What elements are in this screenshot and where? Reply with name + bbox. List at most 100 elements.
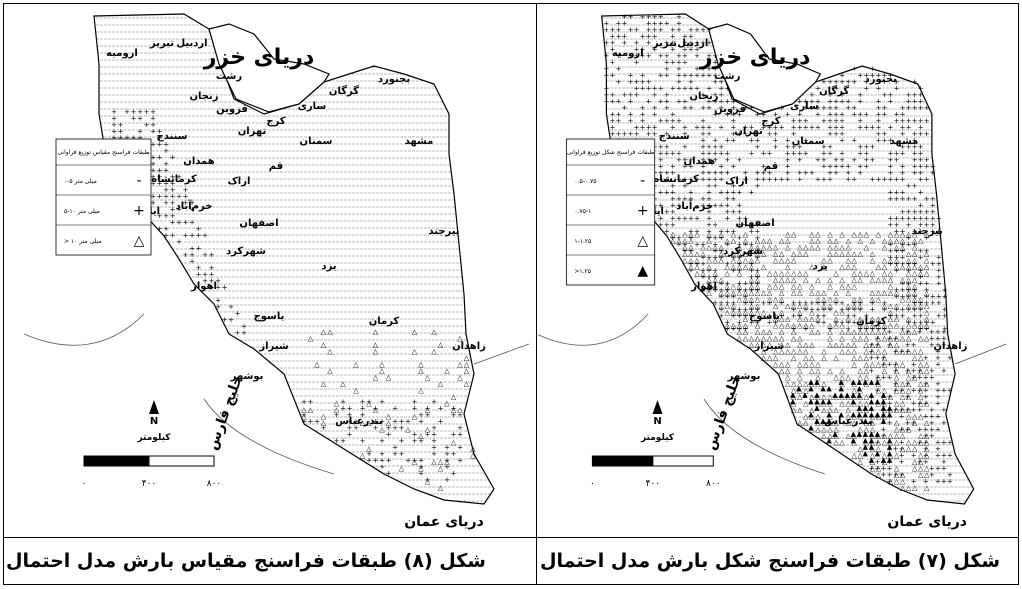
- marker-plus: +: [176, 206, 182, 214]
- marker-triangle: △: [785, 263, 791, 271]
- marker-triangle: △: [851, 276, 857, 284]
- marker-plus: +: [170, 180, 176, 188]
- marker-triangle: △: [924, 231, 930, 239]
- marker-triangle: △: [882, 393, 888, 401]
- marker-plus: +: [929, 465, 935, 473]
- marker-triangle: △: [918, 439, 924, 447]
- marker-plus: +: [935, 341, 941, 349]
- marker-plus: +: [712, 202, 718, 210]
- marker-plus: +: [923, 452, 929, 460]
- city-label: ساری: [298, 101, 327, 112]
- marker-filled-triangle: ▲: [851, 378, 857, 386]
- marker-plus: +: [131, 115, 137, 123]
- marker-plus: +: [658, 98, 664, 106]
- marker-plus: +: [887, 413, 893, 421]
- marker-plus: +: [755, 254, 761, 262]
- marker-plus: +: [839, 111, 845, 119]
- marker-plus: +: [706, 85, 712, 93]
- marker-triangle: △: [785, 270, 791, 278]
- marker-triangle: △: [809, 237, 815, 245]
- marker-plus: +: [189, 245, 195, 253]
- marker-plus: +: [157, 212, 163, 220]
- marker-plus: +: [730, 189, 736, 197]
- legend-label: ۵-۱۰ میلی متر: [64, 208, 100, 215]
- marker-plus: +: [670, 85, 676, 93]
- marker-triangle: △: [470, 445, 476, 453]
- marker-plus: +: [894, 312, 900, 320]
- marker-plus: +: [652, 130, 658, 138]
- marker-triangle: △: [321, 413, 327, 421]
- marker-triangle: △: [839, 393, 845, 401]
- marker-plus: +: [718, 150, 724, 158]
- marker-plus: +: [911, 387, 917, 395]
- marker-plus: +: [815, 299, 821, 307]
- marker-triangle: △: [876, 413, 882, 421]
- marker-triangle: △: [803, 419, 809, 427]
- marker-plus: +: [444, 457, 450, 465]
- marker-triangle: △: [858, 400, 864, 408]
- marker-triangle: △: [882, 354, 888, 362]
- marker-triangle: △: [845, 406, 851, 414]
- marker-triangle: △: [851, 250, 857, 258]
- marker-triangle: △: [833, 250, 839, 258]
- marker-plus: +: [906, 306, 912, 314]
- marker-plus: +: [183, 199, 189, 207]
- marker-plus: +: [694, 72, 700, 80]
- marker-triangle: △: [894, 452, 900, 460]
- marker-plus: +: [911, 361, 917, 369]
- marker-plus: +: [912, 78, 918, 86]
- marker-triangle: △: [797, 361, 803, 369]
- marker-plus: +: [881, 306, 887, 314]
- marker-plus: +: [785, 111, 791, 119]
- marker-plus: +: [869, 156, 875, 164]
- legend-title: طبقات فراسنج مقیاس توزیع فراوانی: [57, 149, 149, 156]
- marker-plus: +: [634, 59, 640, 67]
- marker-filled-triangle: ▲: [857, 404, 863, 412]
- marker-plus: +: [196, 271, 202, 279]
- marker-triangle: △: [755, 335, 761, 343]
- marker-triangle: △: [906, 283, 912, 291]
- marker-plus: +: [929, 328, 935, 336]
- marker-triangle: △: [833, 322, 839, 330]
- marker-plus: +: [748, 241, 754, 249]
- marker-triangle: △: [912, 419, 918, 427]
- city-label: رشت: [216, 71, 242, 82]
- marker-plus: +: [791, 325, 797, 333]
- marker-plus: +: [646, 20, 652, 28]
- marker-plus: +: [911, 478, 917, 486]
- marker-triangle: △: [900, 276, 906, 284]
- marker-plus: +: [803, 169, 809, 177]
- marker-triangle: △: [918, 367, 924, 375]
- marker-plus: +: [724, 189, 730, 197]
- marker-triangle: △: [882, 237, 888, 245]
- marker-triangle: △: [373, 374, 379, 382]
- marker-plus: +: [918, 273, 924, 281]
- marker-plus: +: [111, 134, 117, 142]
- marker-plus: +: [418, 463, 424, 471]
- marker-plus: +: [924, 280, 930, 288]
- marker-plus: +: [906, 319, 912, 327]
- marker-plus: +: [791, 143, 797, 151]
- marker-triangle: △: [924, 465, 930, 473]
- marker-triangle: △: [425, 478, 431, 486]
- marker-plus: +: [730, 137, 736, 145]
- marker-plus: +: [228, 303, 234, 311]
- marker-plus: +: [900, 215, 906, 223]
- marker-triangle: △: [894, 426, 900, 434]
- marker-filled-triangle: ▲: [887, 437, 893, 445]
- marker-triangle: △: [779, 237, 785, 245]
- marker-plus: +: [851, 111, 857, 119]
- marker-triangle: △: [464, 354, 470, 362]
- marker-plus: +: [718, 293, 724, 301]
- marker-plus: +: [609, 130, 615, 138]
- marker-triangle: △: [749, 296, 755, 304]
- marker-triangle: △: [815, 296, 821, 304]
- marker-filled-triangle: ▲: [857, 430, 863, 438]
- marker-plus: +: [694, 85, 700, 93]
- marker-plus: +: [444, 476, 450, 484]
- marker-plus: +: [603, 65, 609, 73]
- marker-triangle: △: [924, 315, 930, 323]
- marker-triangle: △: [906, 380, 912, 388]
- marker-triangle: △: [719, 289, 725, 297]
- marker-plus: +: [418, 418, 424, 426]
